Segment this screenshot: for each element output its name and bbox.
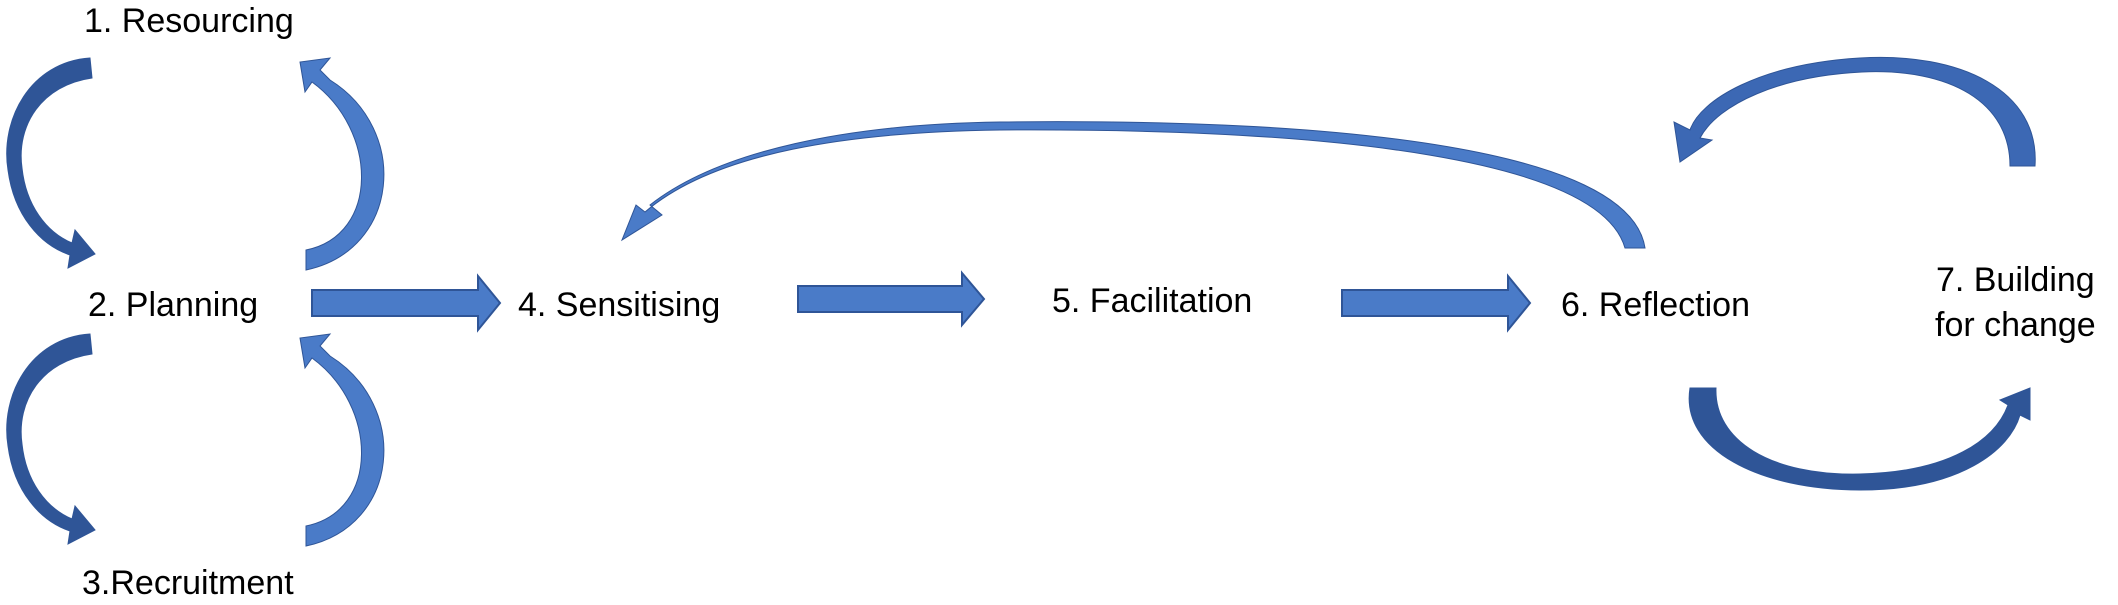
stage-recruitment-label: 3.Recruitment [82, 564, 294, 602]
arrow-planning-to-sensitising [311, 273, 502, 333]
arc-planning-to-recruitment [6, 333, 96, 545]
arc-reflection-to-sensitising [620, 121, 1646, 249]
arrow-sensitising-to-facilitation [797, 270, 986, 328]
stage-reflection-label: 6. Reflection [1561, 286, 1750, 324]
arc-recruitment-to-planning [299, 333, 385, 547]
stage-building-line1: 7. Building [1935, 261, 2095, 299]
stage-resourcing-label: 1. Resourcing [84, 2, 294, 40]
arc-planning-to-resourcing [299, 57, 385, 271]
arrow-facilitation-to-reflection [1341, 273, 1532, 333]
stage-sensitising-label: 4. Sensitising [518, 286, 721, 324]
arc-building-to-reflection [1673, 56, 2036, 167]
arc-reflection-to-building [1688, 387, 2031, 491]
stage-facilitation-label: 5. Facilitation [1052, 282, 1253, 320]
arc-resourcing-to-planning [6, 57, 96, 269]
stage-building-line2: for change [1935, 305, 2096, 344]
stage-planning-label: 2. Planning [88, 286, 259, 324]
stage-building-label: 7. Building for change [1935, 258, 2096, 348]
